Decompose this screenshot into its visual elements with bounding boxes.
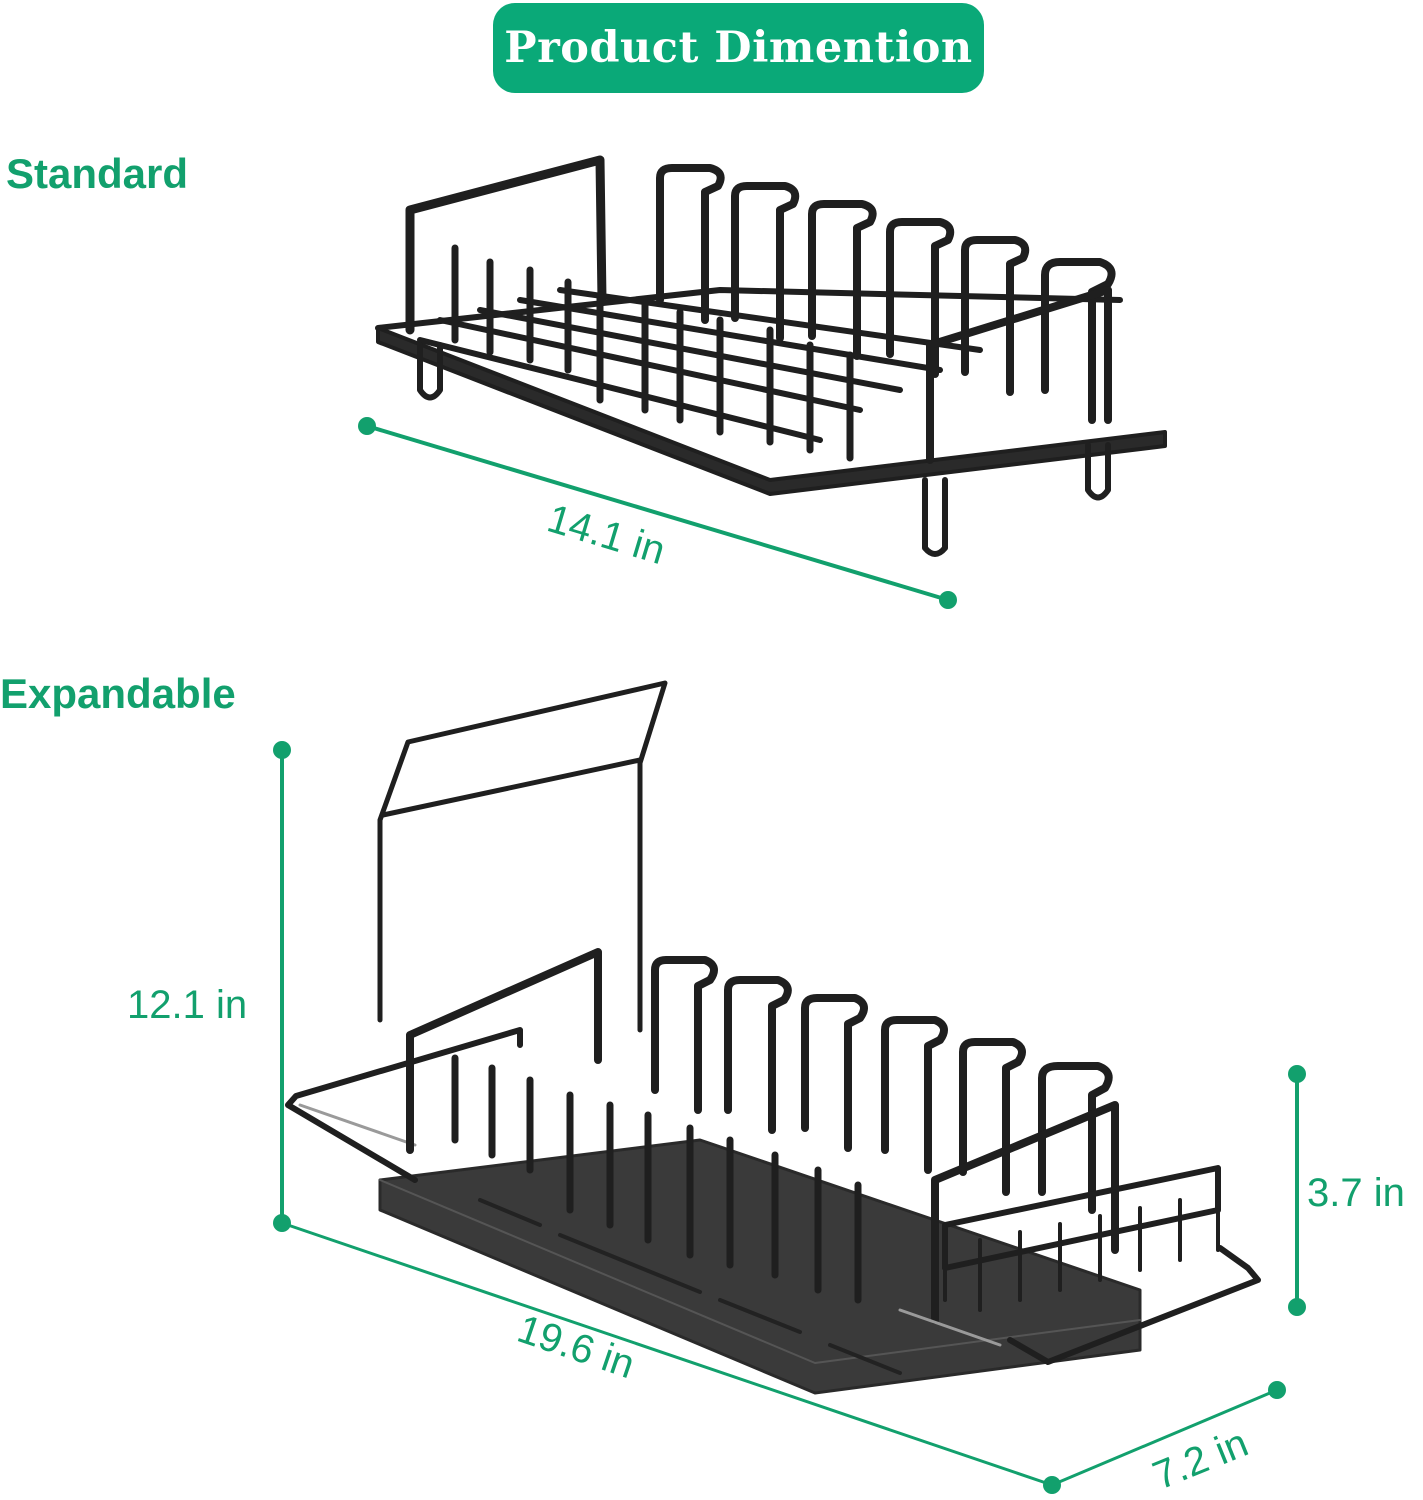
title-banner: Product Dimention [493,3,984,93]
dimension-label: 19.6 in [512,1307,640,1387]
section-label-standard: Standard [6,150,189,197]
standard-rack-image [375,155,1167,557]
dimension-expandable-base-height: 3.7 in [1288,1065,1405,1316]
dimension-label: 7.2 in [1147,1421,1254,1498]
expandable-rack-image [285,680,1261,1395]
dimension-label: 12.1 in [127,983,247,1027]
dimension-label: 3.7 in [1307,1171,1405,1215]
dimension-label: 14.1 in [542,496,670,573]
dimension-expandable-width: 7.2 in [1051,1381,1286,1498]
section-label-expandable: Expandable [0,670,236,717]
page-title: Product Dimention [504,23,973,73]
dimension-expandable-height: 12.1 in [127,741,291,1232]
